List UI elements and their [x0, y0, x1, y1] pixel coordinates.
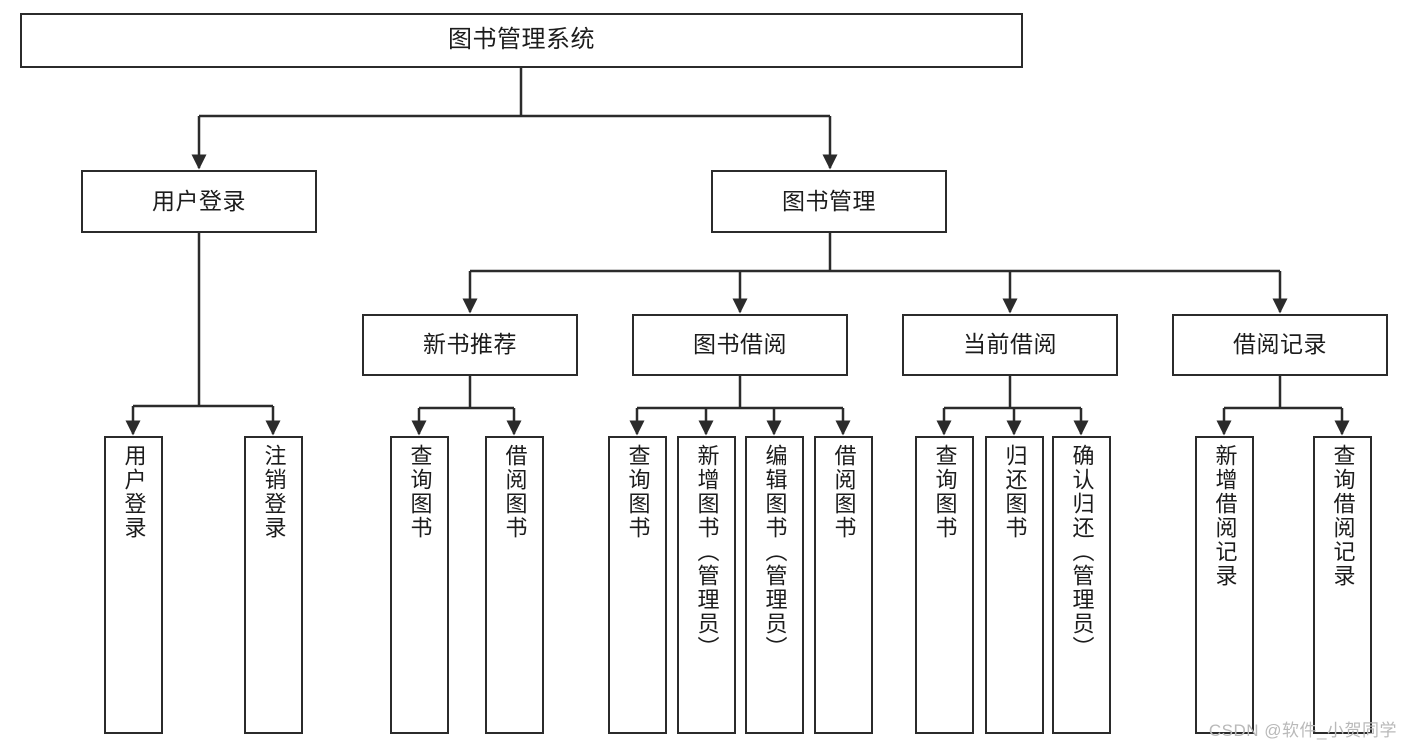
node-label: 归还图书	[1002, 444, 1028, 540]
node-label: 新书推荐	[423, 331, 517, 358]
node-label: 查询图书	[407, 444, 433, 540]
node-label: 编辑图书（管理员）	[762, 444, 788, 660]
node-leaf-borrow-borrow-book[interactable]: 借阅图书	[814, 436, 873, 734]
node-leaf-cur-return-book[interactable]: 归还图书	[985, 436, 1044, 734]
node-label: 查询图书	[932, 444, 958, 540]
node-book-management[interactable]: 图书管理	[711, 170, 947, 233]
node-leaf-user-logout[interactable]: 注销登录	[244, 436, 303, 734]
node-user-login[interactable]: 用户登录	[81, 170, 317, 233]
node-current-borrowing[interactable]: 当前借阅	[902, 314, 1118, 376]
node-label: 确认归还（管理员）	[1069, 444, 1095, 660]
csdn-watermark: CSDN @软件_小贺同学	[1208, 721, 1397, 740]
node-label: 借阅图书	[502, 444, 528, 540]
node-leaf-cur-query-book[interactable]: 查询图书	[915, 436, 974, 734]
node-leaf-borrow-query-book[interactable]: 查询图书	[608, 436, 667, 734]
node-label: 借阅图书	[831, 444, 857, 540]
node-book-borrowing[interactable]: 图书借阅	[632, 314, 848, 376]
node-label: 图书借阅	[693, 331, 787, 358]
node-leaf-rec-query-book[interactable]: 查询图书	[390, 436, 449, 734]
node-label: 图书管理系统	[448, 26, 595, 54]
node-leaf-borrow-edit-book[interactable]: 编辑图书（管理员）	[745, 436, 804, 734]
node-label: 查询借阅记录	[1330, 444, 1356, 588]
node-label: 当前借阅	[963, 331, 1057, 358]
node-label: 注销登录	[261, 444, 287, 540]
node-leaf-cur-confirm-return[interactable]: 确认归还（管理员）	[1052, 436, 1111, 734]
node-leaf-borrow-add-book[interactable]: 新增图书（管理员）	[677, 436, 736, 734]
node-leaf-user-login[interactable]: 用户登录	[104, 436, 163, 734]
node-leaf-rec-query-record[interactable]: 查询借阅记录	[1313, 436, 1372, 734]
node-new-book-recommendation[interactable]: 新书推荐	[362, 314, 578, 376]
node-label: 用户登录	[152, 187, 246, 214]
node-label: 用户登录	[121, 444, 147, 540]
node-label: 查询图书	[625, 444, 651, 540]
node-label: 借阅记录	[1233, 331, 1327, 358]
node-label: 新增借阅记录	[1212, 444, 1238, 588]
node-leaf-rec-add-record[interactable]: 新增借阅记录	[1195, 436, 1254, 734]
node-borrowing-record[interactable]: 借阅记录	[1172, 314, 1388, 376]
node-label: 新增图书（管理员）	[694, 444, 720, 660]
node-leaf-rec-borrow-book[interactable]: 借阅图书	[485, 436, 544, 734]
node-label: 图书管理	[782, 187, 876, 214]
node-root-system[interactable]: 图书管理系统	[20, 13, 1023, 68]
